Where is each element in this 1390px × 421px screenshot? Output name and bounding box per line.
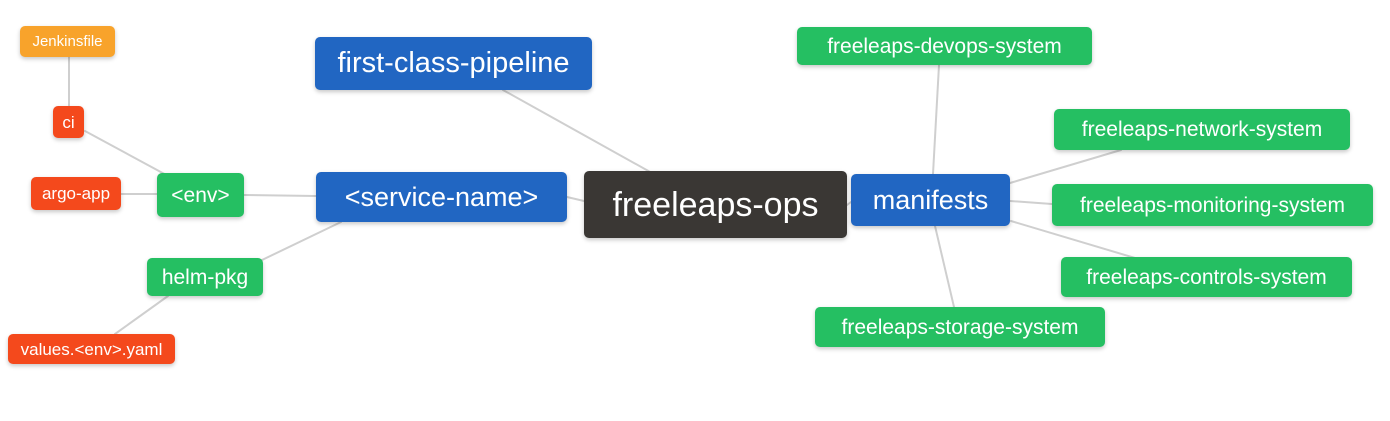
edge-env-service-name	[243, 194, 317, 197]
edge-manifests-monitoring	[1009, 200, 1053, 205]
node-helm-pkg-label: helm-pkg	[161, 265, 249, 289]
node-freeleaps-ops-root[interactable]: freeleaps-ops	[584, 171, 847, 238]
node-freeleaps-devops-system[interactable]: freeleaps-devops-system	[797, 27, 1092, 65]
node-env[interactable]: <env>	[157, 173, 244, 217]
node-values-env-yaml-label: values.<env>.yaml	[20, 339, 163, 359]
node-helm-pkg[interactable]: helm-pkg	[147, 258, 263, 296]
node-ci-label: ci	[62, 112, 75, 132]
node-argo-app-label: argo-app	[41, 184, 111, 203]
edge-ops-manifests	[846, 201, 852, 206]
edge-manifests-devops	[932, 64, 940, 175]
node-argo-app[interactable]: argo-app	[31, 177, 121, 210]
node-jenkinsfile-label: Jenkinsfile	[32, 33, 103, 50]
edge-service-name-helm-pkg	[261, 221, 342, 261]
node-freeleaps-monitoring-system[interactable]: freeleaps-monitoring-system	[1052, 184, 1373, 226]
edge-helm-pkg-values	[114, 295, 169, 335]
edge-manifests-network	[1009, 149, 1122, 184]
edge-service-name-ops	[566, 196, 585, 202]
node-freeleaps-devops-system-label: freeleaps-devops-system	[827, 34, 1062, 58]
node-jenkinsfile[interactable]: Jenkinsfile	[20, 26, 115, 57]
node-freeleaps-controls-system[interactable]: freeleaps-controls-system	[1061, 257, 1352, 297]
node-freeleaps-network-system-label: freeleaps-network-system	[1081, 118, 1323, 141]
node-env-label: <env>	[171, 183, 230, 207]
node-freeleaps-ops-label: freeleaps-ops	[612, 185, 819, 224]
node-freeleaps-storage-system[interactable]: freeleaps-storage-system	[815, 307, 1105, 347]
edge-manifests-controls	[1010, 220, 1136, 259]
node-first-class-pipeline-label: first-class-pipeline	[337, 47, 570, 79]
node-service-name-label: <service-name>	[344, 181, 539, 212]
node-freeleaps-network-system[interactable]: freeleaps-network-system	[1054, 109, 1350, 150]
edge-manifests-storage	[934, 225, 955, 308]
node-ci[interactable]: ci	[53, 106, 84, 138]
node-freeleaps-controls-system-label: freeleaps-controls-system	[1086, 265, 1327, 289]
node-service-name[interactable]: <service-name>	[316, 172, 567, 222]
node-freeleaps-storage-system-label: freeleaps-storage-system	[841, 315, 1079, 339]
node-manifests-label: manifests	[872, 184, 989, 215]
node-freeleaps-monitoring-system-label: freeleaps-monitoring-system	[1080, 193, 1345, 217]
edge-pipeline-ops	[502, 89, 653, 174]
node-manifests[interactable]: manifests	[851, 174, 1010, 226]
node-first-class-pipeline[interactable]: first-class-pipeline	[315, 37, 592, 90]
edge-ci-env	[84, 130, 171, 178]
node-values-env-yaml[interactable]: values.<env>.yaml	[8, 334, 175, 364]
